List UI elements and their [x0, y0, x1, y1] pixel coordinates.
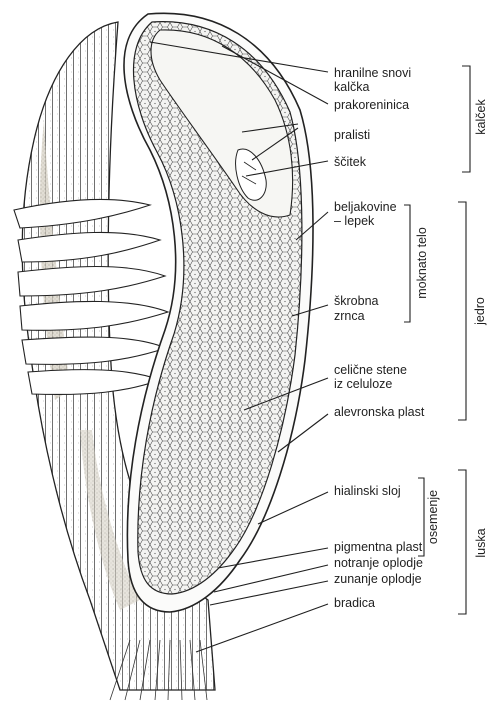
label-kalcka: kalčka: [334, 80, 369, 94]
group-moknato-telo: moknato telo: [415, 213, 429, 313]
label-zunanje-oplodje: zunanje oplodje: [334, 572, 422, 586]
label-hranilne-snovi: hranilne snovi: [334, 66, 411, 80]
label-hialinski-sloj: hialinski sloj: [334, 484, 401, 498]
group-osemenje: osemenje: [426, 482, 440, 552]
label-prakoreninica: prakoreninica: [334, 98, 409, 112]
label-lepek: – lepek: [334, 214, 374, 228]
group-jedro: jedro: [473, 291, 487, 331]
group-kalcek: kalček: [474, 97, 488, 137]
label-pralisti: pralisti: [334, 128, 370, 142]
label-beljakovine: beljakovine: [334, 200, 397, 214]
group-luska: luska: [474, 523, 488, 563]
label-iz-celuloze: iz celuloze: [334, 377, 392, 391]
label-alevronska-plast: alevronska plast: [334, 405, 424, 419]
label-celicne-stene: celične stene: [334, 363, 407, 377]
label-notranje-oplodje: notranje oplodje: [334, 556, 423, 570]
label-skrobna: škrobna: [334, 294, 378, 308]
label-zrnca: zrnca: [334, 309, 365, 323]
label-bradica: bradica: [334, 596, 375, 610]
label-scitek: ščitek: [334, 155, 366, 169]
label-pigmentna-plast: pigmentna plast: [334, 540, 422, 554]
